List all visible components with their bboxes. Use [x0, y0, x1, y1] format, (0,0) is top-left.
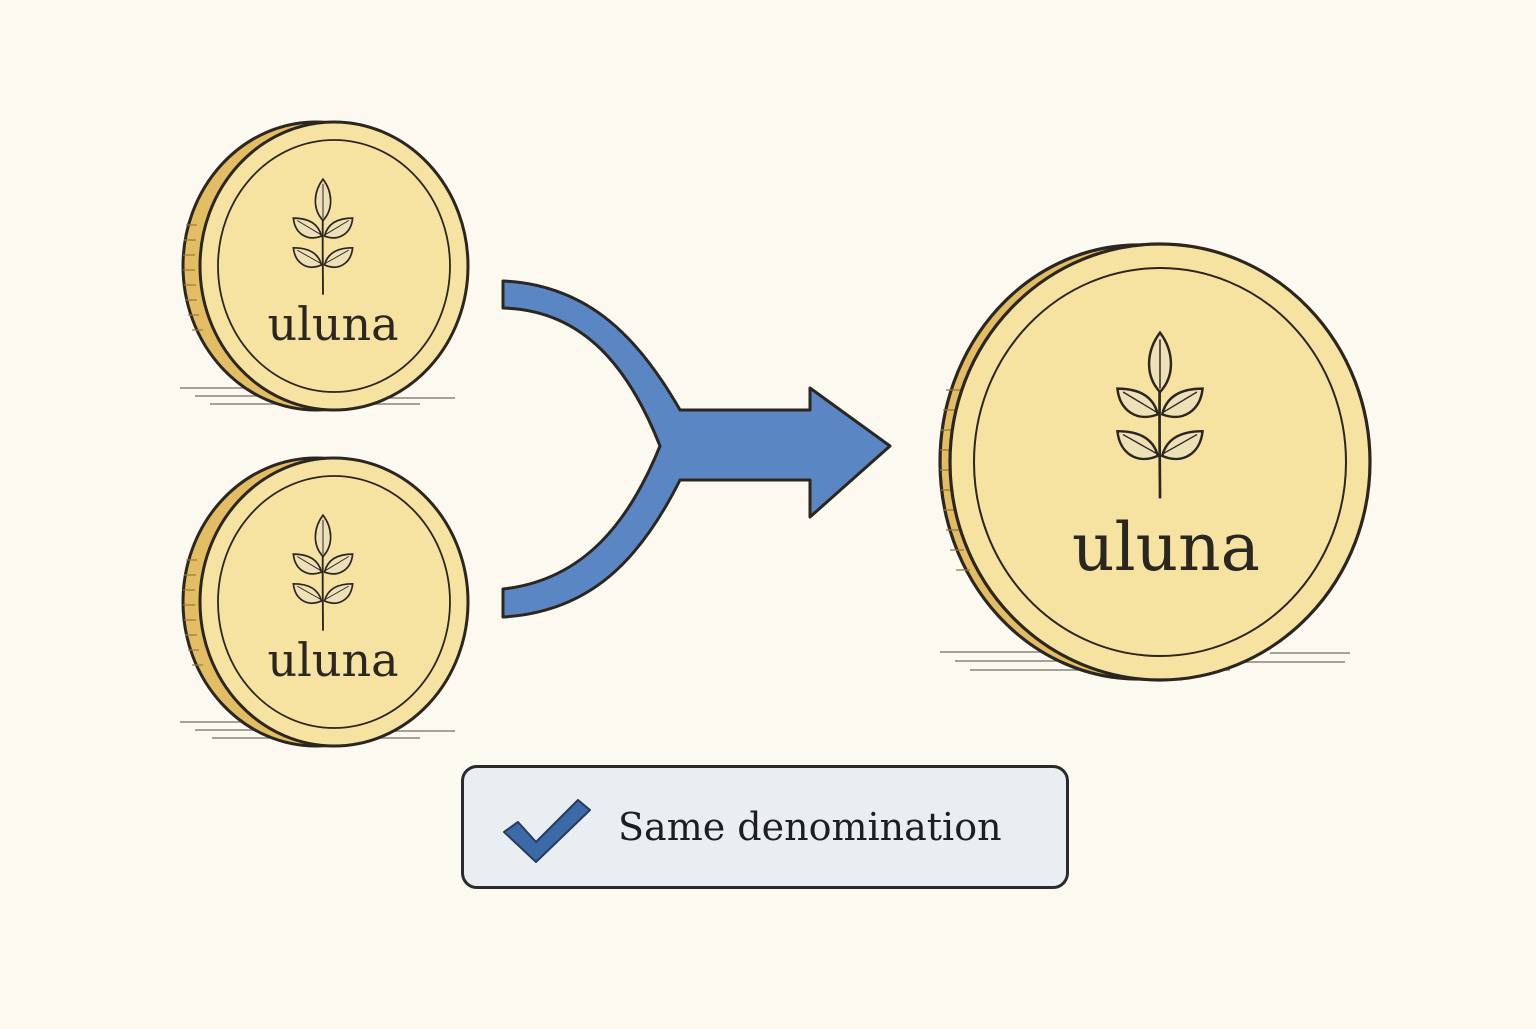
badge-label: Same denomination — [618, 805, 1002, 849]
coin-output: uluna — [938, 242, 1372, 682]
checkmark-icon — [503, 799, 591, 863]
coin-label: uluna — [267, 297, 398, 351]
coin-label: uluna — [1072, 509, 1260, 586]
coin-input-bottom: uluna — [180, 456, 470, 748]
coin-input-top: uluna — [180, 120, 470, 412]
coin-label: uluna — [267, 633, 398, 687]
merge-arrow-icon — [501, 279, 892, 619]
same-denomination-badge: Same denomination — [461, 765, 1069, 889]
